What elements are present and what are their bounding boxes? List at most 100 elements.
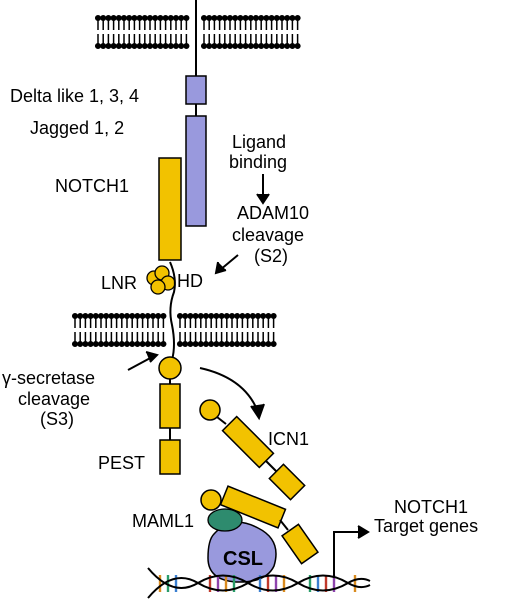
lipid-head	[223, 312, 230, 320]
lipid-head	[120, 42, 128, 50]
lipid-head	[206, 42, 213, 50]
lipid-head	[278, 14, 286, 22]
icn1-fragment	[199, 399, 306, 501]
notch1-receptor	[146, 157, 182, 475]
lipid-head	[211, 42, 218, 50]
gamma-secretase-arrowhead	[145, 351, 159, 363]
adam10-label-2: cleavage	[232, 225, 304, 245]
lipid-head	[202, 312, 210, 320]
lipid-head	[155, 340, 162, 348]
icn1-pest-domain	[268, 463, 306, 501]
lipid-head	[289, 14, 296, 22]
maml1-label: MAML1	[132, 511, 194, 531]
lipid-head	[223, 340, 230, 348]
lipid-head	[258, 42, 265, 50]
lipid-head	[97, 312, 105, 320]
notch1-transmembrane-stalk	[169, 261, 176, 361]
lipid-head	[126, 42, 133, 50]
adam10-arrowhead	[214, 261, 227, 275]
lipid-head	[160, 340, 167, 348]
lipid-head	[239, 312, 246, 320]
lipid-head	[263, 14, 270, 22]
lipid-head	[160, 312, 167, 320]
lipid-head	[182, 340, 189, 348]
lipid-head	[172, 42, 180, 50]
icn1-ankyrin-domain	[221, 415, 275, 469]
lipid-head	[162, 42, 169, 50]
lipid-head	[216, 42, 223, 50]
lipid-head	[149, 312, 157, 320]
lipid-head	[232, 14, 239, 22]
lipid-head	[252, 42, 260, 50]
icn1-release-arrowhead	[250, 403, 265, 421]
lipid-head	[136, 14, 143, 22]
lipid-head	[139, 340, 146, 348]
lipid-head	[71, 340, 79, 348]
lipid-head	[82, 340, 89, 348]
lipid-head	[129, 340, 136, 348]
lipid-head	[247, 14, 254, 22]
lipid-head	[120, 14, 128, 22]
lipid-head	[221, 14, 228, 22]
lipid-head	[187, 340, 194, 348]
lipid-head	[131, 42, 138, 50]
lipid-head	[157, 14, 164, 22]
lipid-head	[123, 312, 131, 320]
lipid-head	[270, 312, 277, 320]
csl-label: CSL	[223, 548, 263, 570]
icn1-label: ICN1	[268, 429, 309, 449]
lipid-head	[228, 312, 236, 320]
lipid-head	[254, 340, 262, 348]
lipid-head	[118, 312, 125, 320]
lipid-head	[237, 42, 244, 50]
lipid-head	[237, 14, 244, 22]
lipid-head	[108, 312, 115, 320]
lipid-head	[211, 14, 218, 22]
lipid-head	[289, 42, 296, 50]
lipid-head	[244, 312, 251, 320]
ligand-binding-arrowhead	[256, 193, 270, 205]
lipid-head	[113, 312, 120, 320]
lipid-head	[182, 312, 189, 320]
lipid-head	[172, 14, 180, 22]
ligand-domain-1	[185, 75, 207, 105]
lipid-head	[167, 42, 174, 50]
lipid-head	[162, 14, 169, 22]
dna-helix	[147, 567, 371, 599]
lipid-head	[144, 312, 151, 320]
lipid-head	[155, 312, 162, 320]
lipid-head	[77, 312, 84, 320]
lipid-head	[152, 14, 159, 22]
lipid-head	[87, 340, 94, 348]
lipid-head	[92, 312, 99, 320]
target-genes-label-1: NOTCH1	[394, 497, 468, 517]
lipid-head	[144, 340, 151, 348]
lipid-head	[200, 14, 208, 22]
lipid-head	[265, 340, 272, 348]
lipid-head	[192, 340, 199, 348]
lipid-head	[232, 42, 239, 50]
lipid-head	[183, 42, 190, 50]
lipid-head	[260, 340, 267, 348]
hd-label: HD	[177, 271, 203, 291]
lipid-head	[268, 14, 275, 22]
lipid-head	[141, 14, 148, 22]
lipid-head	[110, 42, 117, 50]
lipid-head	[103, 340, 110, 348]
transcription-start-arrow	[333, 531, 364, 578]
lipid-head	[146, 14, 154, 22]
lipid-head	[157, 42, 164, 50]
complex-ram-domain	[200, 489, 222, 511]
lipid-head	[77, 340, 84, 348]
lipid-head	[200, 42, 208, 50]
ram-domain	[158, 356, 182, 380]
lipid-head	[82, 312, 89, 320]
lipid-head	[176, 312, 184, 320]
lipid-head	[247, 42, 254, 50]
lipid-head	[284, 14, 291, 22]
lipid-head	[94, 14, 102, 22]
lipid-head	[206, 14, 213, 22]
lipid-head	[129, 312, 136, 320]
lipid-head	[131, 14, 138, 22]
lipid-head	[213, 312, 220, 320]
